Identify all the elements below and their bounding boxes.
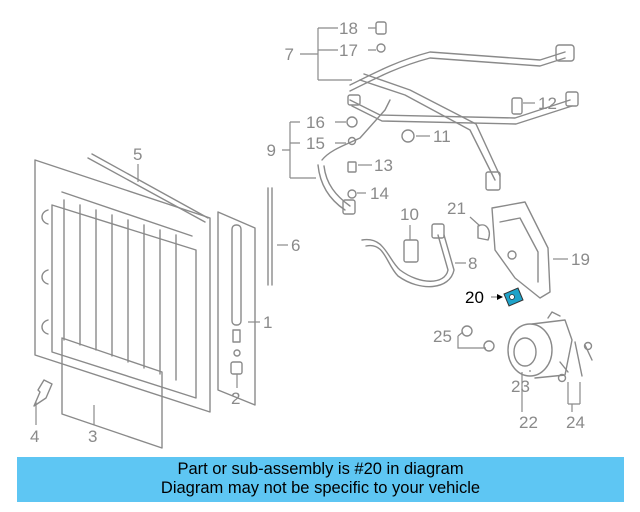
ac-lines-lower xyxy=(317,99,391,215)
info-banner: Part or sub-assembly is #20 in diagram D… xyxy=(17,457,624,502)
compressor xyxy=(507,311,573,379)
callout-16: 16 xyxy=(306,113,325,132)
callout-23: 23 xyxy=(511,377,530,396)
clip xyxy=(477,224,490,241)
callout-13: 13 xyxy=(374,156,393,175)
banner-line-1: Part or sub-assembly is #20 in diagram xyxy=(177,460,464,478)
lower-shield xyxy=(61,337,163,449)
receiver-drier xyxy=(217,211,256,406)
mount-bolts xyxy=(557,341,593,383)
parts-diagram: 18 17 7 16 15 9 11 12 13 14 5 6 1 2 3 4 … xyxy=(30,19,593,449)
callout-14: 14 xyxy=(370,184,389,203)
callout-10: 10 xyxy=(400,205,419,224)
callout-5: 5 xyxy=(133,145,142,164)
callout-19: 19 xyxy=(571,250,590,269)
callout-6: 6 xyxy=(291,236,300,255)
callout-8: 8 xyxy=(468,254,477,273)
callout-25: 25 xyxy=(433,327,452,346)
ac-lines xyxy=(347,44,579,191)
bracket xyxy=(33,379,53,407)
callout-21: 21 xyxy=(447,199,466,218)
condenser-panel xyxy=(34,159,211,413)
part-20 xyxy=(503,287,524,307)
callout-11: 11 xyxy=(433,127,451,146)
callout-12: 12 xyxy=(538,94,557,113)
callout-2: 2 xyxy=(231,389,240,408)
leader-lines xyxy=(35,27,581,425)
hoses xyxy=(361,223,455,288)
seal-strip xyxy=(87,153,209,223)
callout-9: 9 xyxy=(267,141,276,160)
banner-line-2: Diagram may not be specific to your vehi… xyxy=(160,479,481,497)
callout-22: 22 xyxy=(519,413,538,432)
callout-7: 7 xyxy=(285,45,294,64)
callout-15: 15 xyxy=(306,134,325,153)
bolts xyxy=(461,325,495,352)
callout-18: 18 xyxy=(339,19,358,38)
callout-1: 1 xyxy=(263,313,272,332)
callout-20: 20 xyxy=(465,288,484,307)
callout-24: 24 xyxy=(566,413,585,432)
side-seal xyxy=(267,187,273,286)
fittings xyxy=(346,21,523,199)
callout-3: 3 xyxy=(88,427,97,446)
callout-4: 4 xyxy=(30,427,39,446)
callout-numbers: 18 17 7 16 15 9 11 12 13 14 5 6 1 2 3 4 … xyxy=(30,19,590,446)
compressor-bracket xyxy=(491,201,551,299)
callout-17: 17 xyxy=(339,41,358,60)
